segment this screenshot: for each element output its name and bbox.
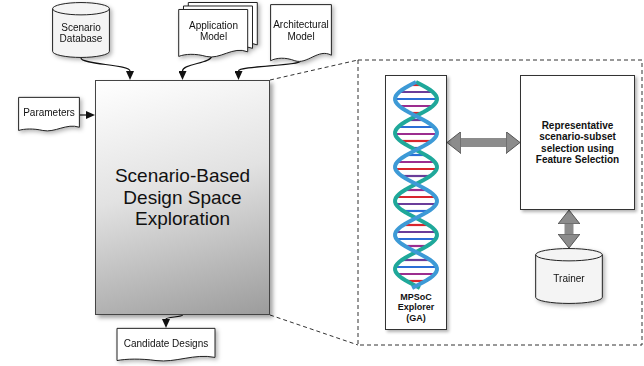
process-box: Representative scenario-subset selection… (520, 75, 635, 210)
dna-rung (399, 91, 433, 93)
node-label: Representative scenario-subset selection… (529, 120, 626, 166)
node-label: MPSoC Explorer (GA) (388, 292, 444, 323)
node-label: Scenario Database (55, 22, 107, 45)
node-label: Scenario-Based Design Space Exploration (106, 165, 259, 231)
flow-arrow (183, 56, 212, 71)
dna-rung (395, 266, 436, 268)
dna-rung (397, 161, 435, 163)
zoom-line (270, 315, 358, 345)
dna-strand (395, 82, 437, 288)
dna-rung (395, 168, 436, 170)
node-label: Application Model (181, 20, 246, 43)
document-shape: Parameters (18, 97, 80, 133)
dna-rung (397, 273, 435, 275)
node-label: Candidate Designs (124, 338, 209, 350)
dna-rung (396, 203, 436, 205)
dna-rung (395, 133, 437, 135)
database-cylinder: Trainer (535, 248, 603, 304)
node-label: Architectural Model (273, 19, 329, 42)
dna-rung (396, 231, 436, 233)
node-label: Parameters (23, 107, 75, 119)
dna-rung (396, 196, 435, 198)
flow-arrow (80, 114, 86, 115)
document-shape: Candidate Designs (116, 328, 216, 363)
dna-rung (396, 238, 435, 240)
dna-strand (395, 82, 437, 288)
process-box: MPSoC Explorer (GA) (385, 75, 447, 330)
zoom-region (358, 60, 642, 345)
database-cylinder: Scenario Database (52, 2, 110, 58)
double-arrow (565, 224, 574, 234)
flow-arrow (81, 58, 130, 71)
stacked-document: Application Model (178, 2, 258, 60)
flow-arrow (166, 315, 183, 319)
dna-rung (399, 105, 433, 107)
dna-helix (395, 82, 437, 288)
dna-rung (395, 98, 437, 100)
process-box: Scenario-Based Design Space Exploration (95, 80, 270, 315)
dna-rung (398, 126, 434, 128)
document-shape: Architectural Model (270, 4, 332, 65)
double-arrow (461, 138, 506, 147)
zoom-line (270, 60, 358, 80)
flow-arrow (239, 61, 302, 71)
node-label: Trainer (553, 273, 584, 285)
